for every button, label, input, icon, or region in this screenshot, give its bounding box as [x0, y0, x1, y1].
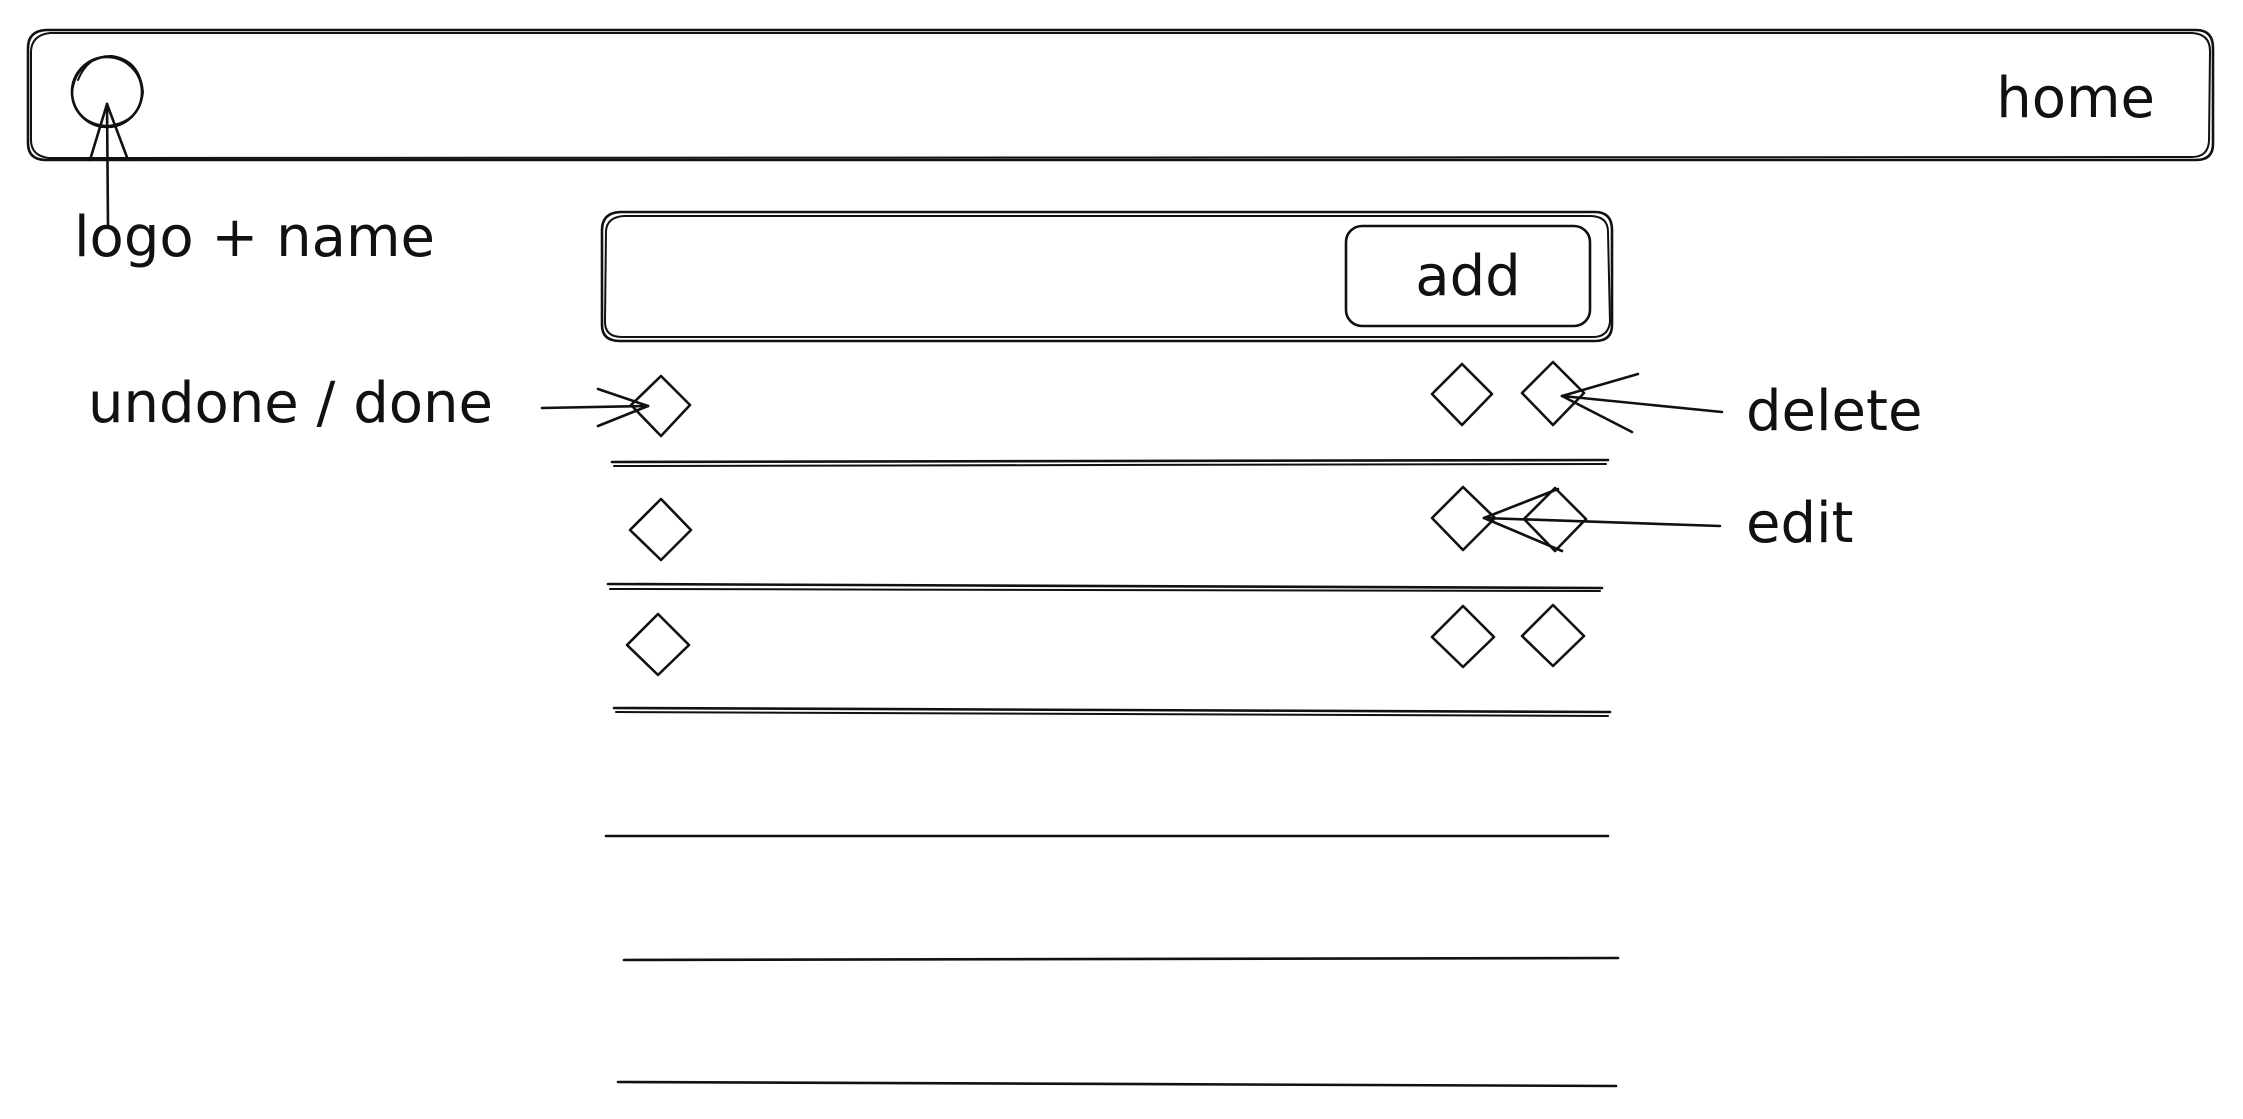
delete-icon	[1522, 486, 1588, 553]
todo-input[interactable]	[604, 214, 1342, 338]
annotation-edit: edit	[1746, 491, 1854, 556]
delete-icon	[1520, 360, 1586, 427]
toggle-icon	[625, 612, 691, 677]
header-bar	[28, 30, 2210, 162]
delete-button[interactable]	[1521, 361, 1585, 425]
edit-button[interactable]	[1430, 362, 1494, 426]
edit-icon	[1430, 604, 1496, 669]
annotation-delete: delete	[1746, 379, 1923, 444]
toggle-icon	[629, 374, 692, 438]
add-button[interactable]: add	[1346, 226, 1590, 326]
nav-home-link[interactable]: home	[1996, 66, 2155, 131]
row-separators	[604, 458, 1620, 1088]
edit-icon	[1430, 362, 1494, 427]
toggle-annotation-arrow	[540, 387, 650, 428]
toggle-done-button[interactable]	[626, 613, 690, 677]
list-item	[608, 988, 1608, 1078]
delete-annotation-arrow	[1560, 372, 1724, 434]
delete-icon	[1520, 603, 1586, 668]
edit-button[interactable]	[1431, 486, 1495, 550]
toggle-done-button[interactable]	[629, 374, 693, 438]
annotation-logo-name: logo + name	[74, 205, 435, 270]
delete-button[interactable]	[1523, 487, 1587, 551]
edit-button[interactable]	[1431, 605, 1495, 669]
edit-annotation-arrow	[1482, 487, 1722, 553]
add-button-outline	[1344, 224, 1592, 328]
list-item	[608, 864, 1608, 954]
header-bar-outline	[26, 28, 2215, 162]
list-item	[608, 740, 1608, 830]
delete-button[interactable]	[1521, 604, 1585, 668]
annotation-undone-done: undone / done	[88, 371, 493, 436]
toggle-icon	[628, 497, 693, 562]
edit-icon	[1430, 485, 1497, 552]
logo-annotation-arrow	[88, 102, 130, 228]
toggle-done-button[interactable]	[629, 498, 693, 562]
